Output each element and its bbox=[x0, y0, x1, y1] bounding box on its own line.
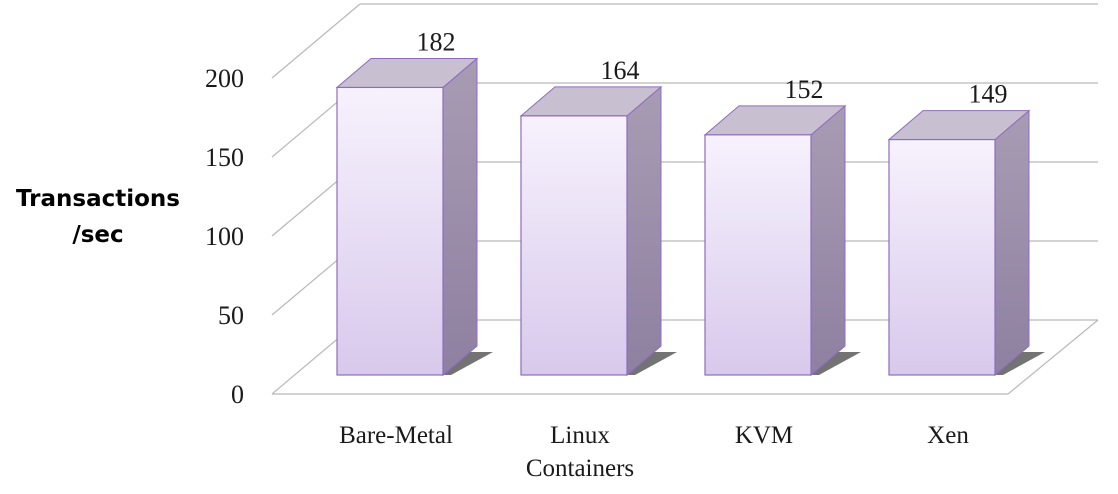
floor-edge bbox=[1007, 319, 1099, 395]
x-tick-label: Bare-Metal bbox=[339, 422, 453, 449]
data-label: 182 bbox=[417, 27, 456, 56]
y-tick-label: 100 bbox=[205, 222, 244, 251]
bar bbox=[519, 85, 677, 377]
bar bbox=[335, 57, 493, 377]
bar-side bbox=[626, 85, 662, 377]
x-tick-label: Containers bbox=[526, 455, 634, 482]
bar-front bbox=[704, 134, 812, 376]
y-tick-label: 0 bbox=[231, 380, 244, 409]
data-label: 164 bbox=[601, 56, 640, 85]
y-axis-ticks: 0 50 100 150 200 bbox=[205, 64, 244, 409]
y-axis-label-line: Transactions bbox=[16, 186, 180, 212]
bar bbox=[703, 104, 861, 377]
gridline-diagonal bbox=[271, 3, 361, 79]
x-tick-label: Linux bbox=[550, 422, 610, 449]
bar-side bbox=[994, 109, 1030, 377]
y-axis-label: Transactions/sec bbox=[16, 186, 180, 248]
x-tick-label: KVM bbox=[735, 422, 793, 449]
bars: 182 164 152 149 bbox=[335, 27, 1045, 377]
x-tick-label: Xen bbox=[927, 422, 969, 449]
y-tick-label: 50 bbox=[218, 301, 244, 330]
y-tick-label: 150 bbox=[205, 143, 244, 172]
bar-front bbox=[888, 138, 996, 376]
bar-side bbox=[442, 57, 478, 377]
bar-front bbox=[520, 115, 628, 376]
y-axis-label-line: /sec bbox=[72, 222, 123, 248]
data-label: 152 bbox=[785, 75, 824, 104]
bar bbox=[887, 109, 1045, 377]
data-label: 149 bbox=[969, 80, 1008, 109]
bar-front bbox=[336, 86, 444, 376]
y-tick-label: 200 bbox=[205, 64, 244, 93]
bar-side bbox=[810, 104, 846, 377]
